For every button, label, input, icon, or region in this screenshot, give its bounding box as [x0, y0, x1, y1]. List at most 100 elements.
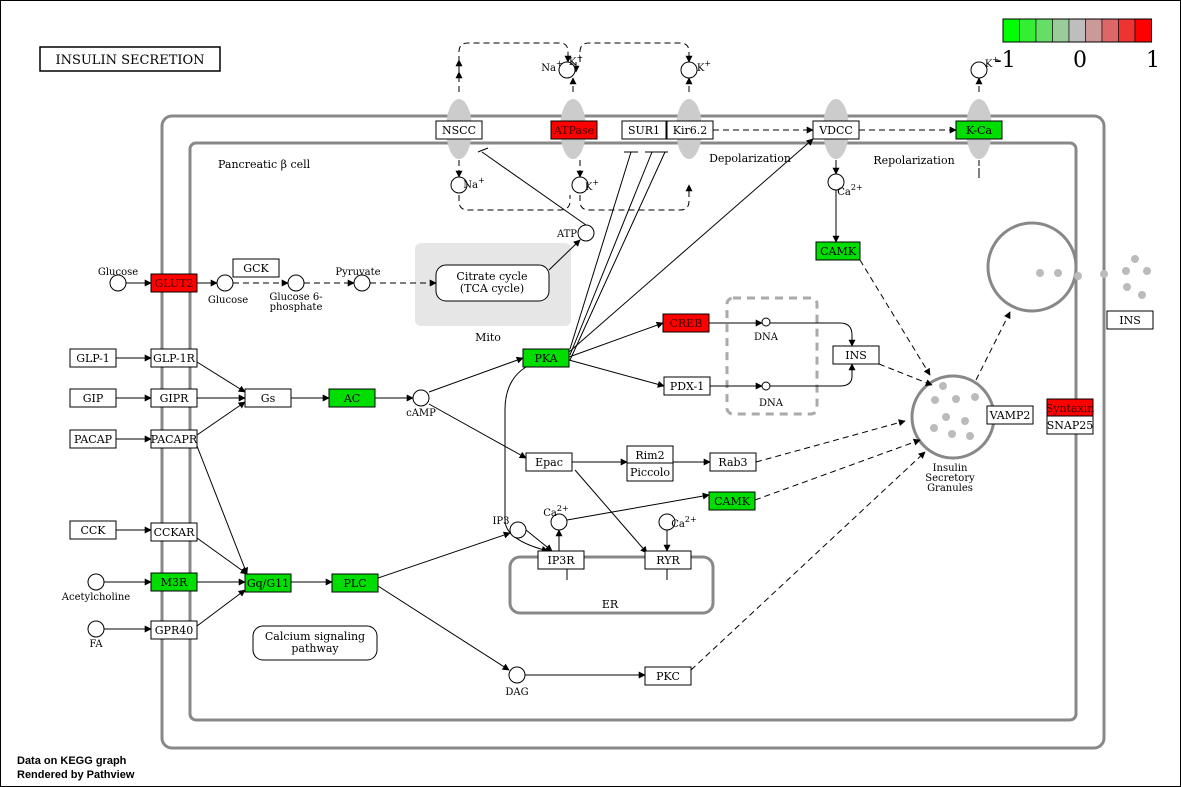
gene-label: Gs — [261, 392, 276, 405]
compound-na-in[interactable]: Na+ — [450, 176, 485, 194]
gene-label: Rab3 — [718, 456, 747, 469]
compound-label: Ca2+ — [837, 183, 862, 198]
gene-ac[interactable]: AC — [328, 388, 376, 408]
compound-k-atpase-in[interactable]: K+ — [571, 176, 599, 194]
gene-kca[interactable]: K-Ca — [955, 120, 1003, 140]
compound-label: Na+ — [541, 59, 562, 74]
compound-camp[interactable]: cAMP — [406, 389, 436, 419]
gene-snap25[interactable]: SNAP25 — [1046, 415, 1094, 435]
gene-rim2[interactable]: Rim2 — [626, 445, 674, 465]
gene-camk1[interactable]: CAMK — [815, 241, 861, 261]
depolarization-label: Depolarization — [709, 152, 791, 165]
gene-label: CAMK — [714, 495, 751, 508]
compound-pyruvate[interactable]: Pyruvate — [335, 267, 381, 292]
compound-label: K+ — [585, 178, 599, 193]
edge — [579, 184, 693, 211]
gene-label: GPR40 — [155, 624, 193, 637]
edge — [548, 239, 581, 271]
edge — [770, 322, 856, 347]
gene-vamp2[interactable]: VAMP2 — [986, 405, 1034, 425]
gene-gq[interactable]: Gq/G11 — [244, 573, 292, 593]
edge — [377, 585, 510, 671]
legend-swatch — [1134, 18, 1152, 43]
gene-label: PLC — [343, 577, 366, 590]
legend-label: 0 — [1073, 48, 1087, 73]
compound-k-kir-out[interactable]: K+ — [680, 59, 711, 79]
compound-label: ATP — [556, 229, 577, 240]
gene-label: M3R — [161, 576, 188, 589]
legend-swatch — [1002, 18, 1020, 43]
compound-label: Acetylcholine — [61, 592, 131, 603]
gene-glut2[interactable]: GLUT2 — [150, 273, 198, 293]
gene-ins2[interactable]: INS — [1106, 310, 1154, 330]
compound-k-atpase-out[interactable]: K+ — [569, 53, 583, 68]
gene-pkc[interactable]: PKC — [644, 666, 692, 686]
edges — [104, 42, 1011, 679]
compound-dag[interactable]: DAG — [505, 666, 529, 698]
compound-label: DNA — [759, 398, 784, 409]
tca-pathway-box[interactable]: Citrate cycle(TCA cycle) — [435, 264, 550, 302]
compound-ca-ryr[interactable]: Ca2+ — [658, 513, 697, 531]
gene-gs[interactable]: Gs — [244, 388, 292, 408]
compound-fa[interactable]: FA — [87, 620, 105, 650]
gene-glp1r[interactable]: GLP-1R — [150, 348, 198, 368]
gene-epac[interactable]: Epac — [525, 452, 573, 472]
gene-ins1[interactable]: INS — [832, 345, 880, 365]
gene-label: PDX-1 — [670, 380, 704, 393]
edge — [504, 366, 549, 553]
compound-dna1[interactable]: DNA — [754, 317, 779, 343]
nucleus-compartment — [725, 296, 819, 416]
compound-atp[interactable]: ATP — [556, 224, 595, 242]
gene-piccolo[interactable]: Piccolo — [626, 462, 674, 482]
gene-label: INS — [845, 349, 867, 362]
edge — [196, 445, 248, 575]
gene-ryr[interactable]: RYR — [644, 550, 692, 570]
gene-cckar[interactable]: CCKAR — [150, 522, 198, 542]
edge — [878, 363, 933, 386]
compound-acetylcholine[interactable]: Acetylcholine — [61, 573, 131, 603]
gene-pdx1[interactable]: PDX-1 — [663, 376, 711, 396]
gene-ip3r[interactable]: IP3R — [537, 550, 585, 570]
gene-rab3[interactable]: Rab3 — [709, 452, 757, 472]
gene-label: CCKAR — [154, 526, 196, 539]
gene-pacap[interactable]: PACAP — [69, 429, 117, 449]
gene-atpase[interactable]: ATPase — [550, 120, 598, 140]
compound-dna2[interactable]: DNA — [759, 381, 784, 409]
compound-ca-er[interactable]: Ca2+ — [543, 504, 569, 531]
gene-m3r[interactable]: M3R — [150, 572, 198, 592]
compound-label: DAG — [505, 687, 528, 698]
gene-creb[interactable]: CREB — [662, 313, 710, 333]
gene-syntaxin[interactable]: Syntaxin — [1046, 398, 1095, 418]
gene-camk2[interactable]: CAMK — [708, 491, 756, 511]
gene-vdcc[interactable]: VDCC — [812, 120, 860, 140]
compound-g6p[interactable]: Glucose 6-phosphate — [269, 274, 323, 313]
gene-gip[interactable]: GIP — [69, 388, 117, 408]
gene-nscc[interactable]: NSCC — [435, 120, 483, 140]
gene-label: VAMP2 — [989, 409, 1031, 422]
compound-na-out[interactable]: Na+ — [541, 59, 576, 79]
compound-ip3[interactable]: IP3 — [492, 516, 527, 539]
gene-label: Gq/G11 — [247, 577, 289, 590]
gene-sur1[interactable]: SUR1 — [621, 120, 667, 140]
gene-label: GLP-1 — [76, 352, 110, 365]
tca-pathway-label: Citrate cycle(TCA cycle) — [456, 270, 527, 295]
edge — [566, 492, 710, 521]
gene-plc[interactable]: PLC — [331, 573, 379, 593]
compound-ca-vdcc[interactable]: Ca2+ — [827, 173, 863, 198]
edge — [428, 356, 524, 393]
gene-cck[interactable]: CCK — [69, 520, 117, 540]
gene-pka[interactable]: PKA — [522, 348, 570, 368]
gene-gpr40[interactable]: GPR40 — [150, 620, 198, 640]
gene-kir62[interactable]: Kir6.2 — [666, 120, 714, 140]
gene-label: Rim2 — [635, 449, 664, 462]
gene-gck[interactable]: GCK — [232, 258, 280, 278]
compound-nodes: Glucose Glucose Glucose 6-phosphate Pyruvat… — [61, 53, 999, 698]
gene-glp1[interactable]: GLP-1 — [69, 348, 117, 368]
compound-glucose-out[interactable]: Glucose — [98, 267, 138, 292]
gene-pacapr[interactable]: PACAPR — [150, 429, 198, 449]
compound-k-kca-out[interactable]: K+ — [970, 55, 999, 79]
edge — [755, 419, 906, 463]
compound-glucose-in[interactable]: Glucose — [208, 274, 248, 306]
gene-gipr[interactable]: GIPR — [150, 388, 198, 408]
